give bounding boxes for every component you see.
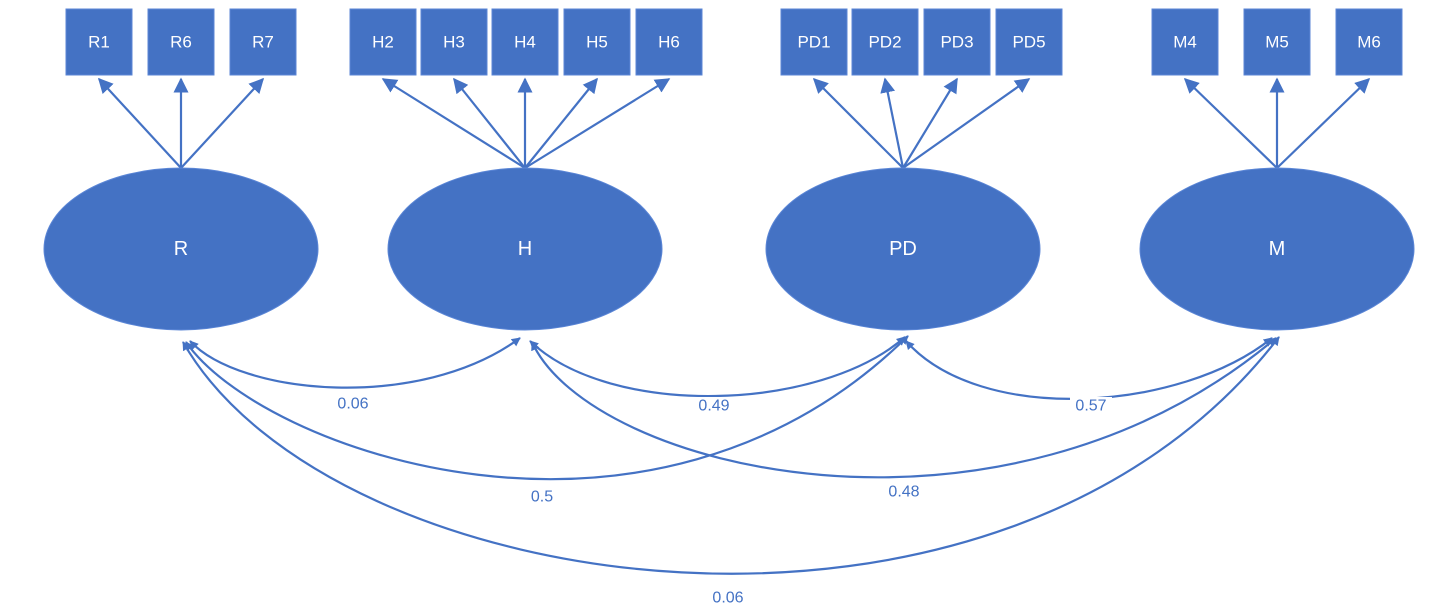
indicator-h6: H6 <box>635 8 703 76</box>
indicator-h5: H5 <box>563 8 631 76</box>
indicator-box <box>229 8 297 76</box>
indicator-pd3: PD3 <box>923 8 991 76</box>
loading-arrow-r7 <box>180 77 265 169</box>
covariance-label-r-h: 0.06 <box>332 395 374 413</box>
latent-factor-label: R <box>174 238 188 260</box>
indicator-box <box>65 8 133 76</box>
loading-arrow-m4 <box>1183 77 1278 169</box>
covariance-label-h-m: 0.48 <box>883 483 925 501</box>
covariance-value: 0.06 <box>712 590 743 607</box>
latent-factor-label: H <box>518 238 532 260</box>
indicator-box <box>563 8 631 76</box>
indicator-box <box>147 8 215 76</box>
covariance-label-bg <box>525 488 559 506</box>
covariance-label-h-pd: 0.49 <box>693 397 735 415</box>
covariance-label-r-m: 0.06 <box>707 589 749 607</box>
indicator-label: R1 <box>88 33 110 52</box>
covariance-label-bg <box>332 395 374 413</box>
latent-factor-pd: PD <box>765 167 1041 331</box>
indicator-h4: H4 <box>491 8 559 76</box>
latent-factor-m: M <box>1139 167 1415 331</box>
indicator-box <box>851 8 919 76</box>
indicator-label: M6 <box>1357 33 1381 52</box>
indicator-pd2: PD2 <box>851 8 919 76</box>
indicator-label: H4 <box>514 33 536 52</box>
covariance-curve-r-pd <box>185 335 909 481</box>
latent-factor-r: R <box>43 167 319 331</box>
covariance-curve-r-h <box>189 337 521 389</box>
indicator-label: PD2 <box>868 33 901 52</box>
latent-factor-label: PD <box>889 238 917 260</box>
latent-factor-ellipse <box>765 167 1041 331</box>
loading-arrow-h6 <box>524 78 671 169</box>
indicator-label: PD3 <box>940 33 973 52</box>
indicator-box <box>1243 8 1311 76</box>
latent-factor-ellipse <box>43 167 319 331</box>
loading-arrow-m6 <box>1276 77 1371 169</box>
indicator-m5: M5 <box>1243 8 1311 76</box>
indicator-pd5: PD5 <box>995 8 1063 76</box>
covariance-curve-h-m <box>530 337 1277 479</box>
indicator-box <box>491 8 559 76</box>
indicator-label: PD1 <box>797 33 830 52</box>
covariance-label-pd-m: 0.57 <box>1070 397 1112 415</box>
indicator-box <box>349 8 417 76</box>
indicator-label: H3 <box>443 33 465 52</box>
loading-arrow-pd1 <box>812 77 904 169</box>
indicator-label: M5 <box>1265 33 1289 52</box>
indicator-h2: H2 <box>349 8 417 76</box>
covariance-value: 0.57 <box>1075 398 1106 415</box>
indicator-box <box>780 8 848 76</box>
loading-arrow-r1 <box>97 77 182 169</box>
edges-layer <box>97 77 1371 169</box>
indicator-h3: H3 <box>420 8 488 76</box>
covariance-layer: 0.06 0.49 0.57 0.5 0.48 0.06 <box>182 335 1280 607</box>
indicator-box <box>420 8 488 76</box>
loading-arrow-h5 <box>524 77 598 169</box>
covariance-label-bg <box>883 483 925 501</box>
covariance-label-bg <box>693 397 735 415</box>
indicator-label: R7 <box>252 33 274 52</box>
loading-arrow-pd5 <box>902 78 1031 169</box>
latent-factor-h: H <box>387 167 663 331</box>
covariance-label-r-pd: 0.5 <box>525 488 559 506</box>
indicator-box <box>923 8 991 76</box>
indicator-label: H5 <box>586 33 608 52</box>
indicator-label: PD5 <box>1012 33 1045 52</box>
indicator-label: R6 <box>170 33 192 52</box>
indicator-m4: M4 <box>1151 8 1219 76</box>
indicator-box <box>995 8 1063 76</box>
indicator-box <box>1335 8 1403 76</box>
covariance-label-bg <box>707 589 749 607</box>
indicator-pd1: PD1 <box>780 8 848 76</box>
indicator-r7: R7 <box>229 8 297 76</box>
covariance-value: 0.06 <box>337 396 368 413</box>
indicator-label: H6 <box>658 33 680 52</box>
loading-arrow-pd2 <box>880 77 905 169</box>
loading-arrow-h3 <box>453 77 526 169</box>
indicator-box <box>635 8 703 76</box>
indicator-r1: R1 <box>65 8 133 76</box>
covariance-curve-h-pd <box>529 336 906 398</box>
covariance-value: 0.49 <box>698 398 729 415</box>
indicator-r6: R6 <box>147 8 215 76</box>
covariance-value: 0.48 <box>888 484 919 501</box>
latent-factor-ellipse <box>387 167 663 331</box>
covariance-value: 0.5 <box>531 489 553 506</box>
loading-arrow-h2 <box>381 78 526 169</box>
covariance-curve-r-m <box>182 336 1280 575</box>
latent-factor-ellipse <box>1139 167 1415 331</box>
indicator-box <box>1151 8 1219 76</box>
covariance-curve-pd-m <box>905 337 1273 401</box>
loading-arrow-pd3 <box>902 77 958 169</box>
indicator-label: M4 <box>1173 33 1197 52</box>
indicator-label: H2 <box>372 33 394 52</box>
covariance-label-bg <box>1070 397 1112 415</box>
latent-factor-label: M <box>1269 238 1286 260</box>
indicator-m6: M6 <box>1335 8 1403 76</box>
